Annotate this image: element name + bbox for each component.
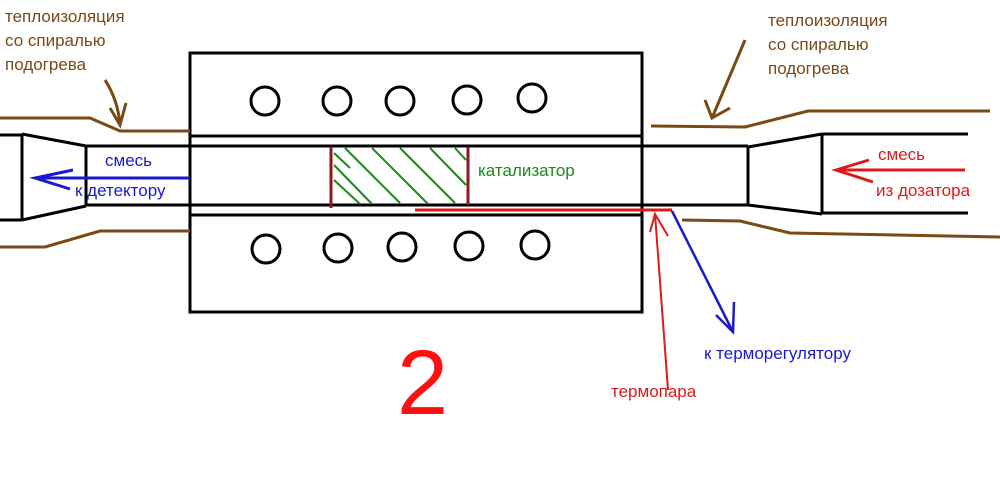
catalyst-bed [329,147,470,208]
thermoregulator-label: к терморегулятору [704,344,851,363]
thermocouple-label: термопара [611,382,697,401]
reactor-tube [84,134,750,217]
figure-number: 2 [397,332,448,434]
catalyst-label: катализатор [478,161,575,180]
right-cone [747,132,968,216]
insulation-lines [0,39,1000,249]
to-detector-label: к детектору [75,181,166,200]
from-doser-label: из дозатора [876,181,971,200]
insulation-label-right: теплоизоляция со спиралью подогрева [768,11,892,78]
thermocouple [415,208,672,391]
mix-in-label: смесь [878,145,925,164]
inlet-arrow [830,158,965,184]
outlet-arrow [29,168,190,191]
furnace-block [188,51,644,314]
heating-coils [249,82,551,265]
insulation-label-left: теплоизоляция со спиралью подогрева [5,7,129,74]
mix-out-label: смесь [105,151,152,170]
left-cone [0,132,87,222]
thermoregulator-arrow [670,210,736,335]
